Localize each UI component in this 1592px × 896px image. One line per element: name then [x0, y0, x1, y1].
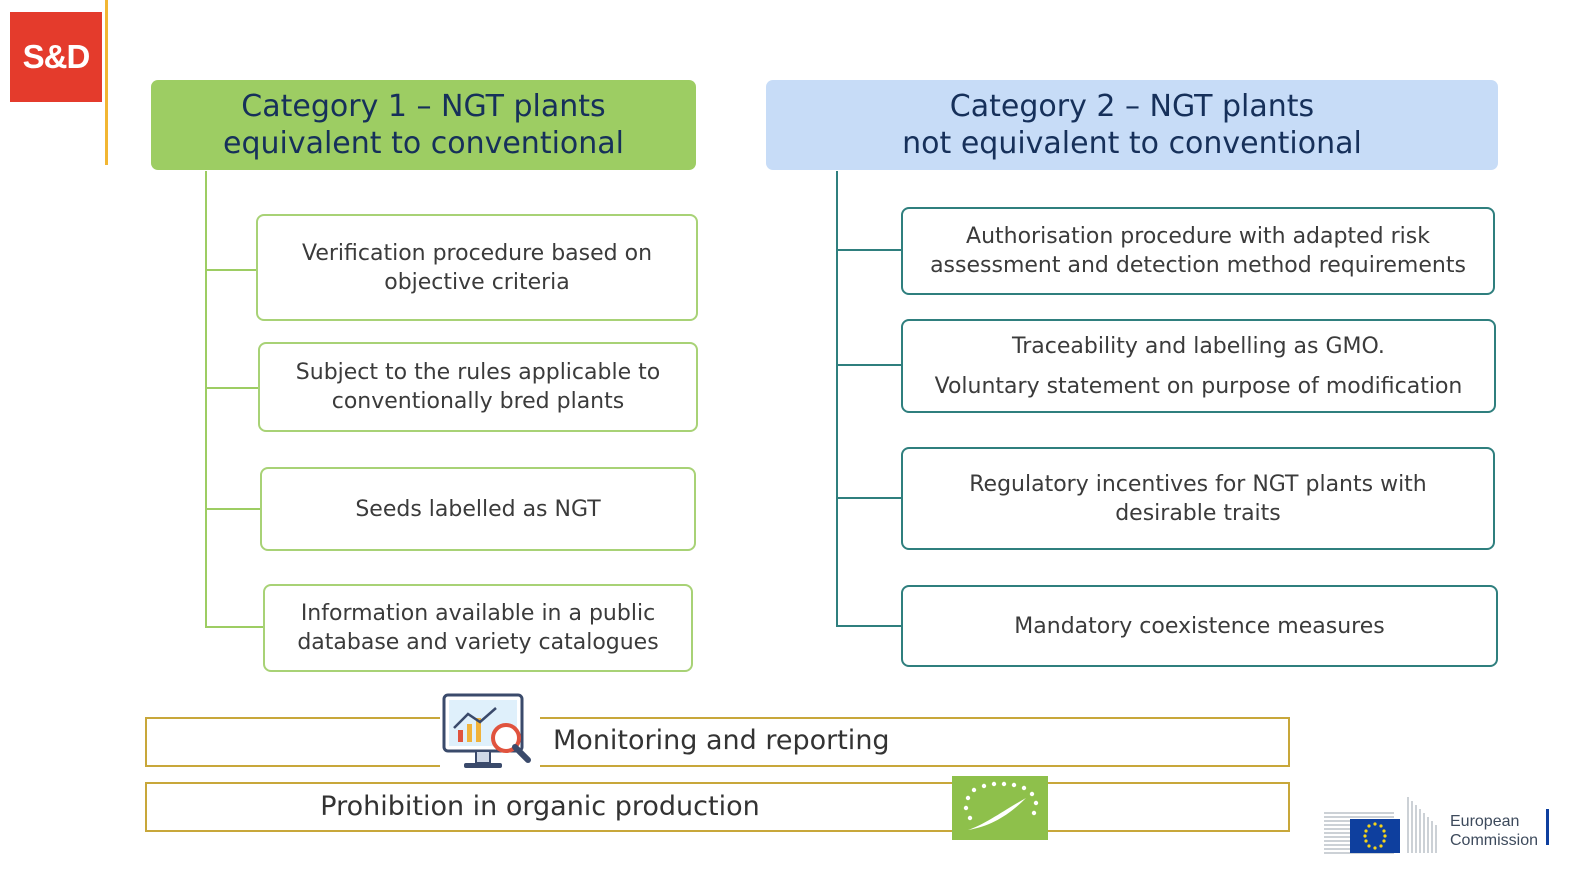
european-commission-logo: European Commission: [1322, 795, 1552, 860]
category-1-branch: [205, 508, 261, 510]
item-text-line1: Verification procedure based on: [301, 240, 653, 266]
category-2-trunk: [836, 171, 838, 627]
category-1-item: Subject to the rules applicable to conve…: [258, 342, 698, 432]
item-text-line2: Voluntary statement on purpose of modifi…: [934, 373, 1463, 399]
category-2-item: Regulatory incentives for NGT plants wit…: [901, 447, 1495, 550]
item-text-line1: Traceability and labelling as GMO.: [1012, 333, 1385, 359]
item-text-line1: Regulatory incentives for NGT plants wit…: [969, 471, 1427, 497]
monitoring-label: Monitoring and reporting: [553, 725, 890, 756]
monitor-analytics-icon: [440, 690, 540, 778]
item-text-line1: Mandatory coexistence measures: [1014, 613, 1385, 639]
ec-logo-rule: [1546, 809, 1549, 845]
monitoring-bar: [145, 717, 1290, 767]
category-1-header: Category 1 – NGT plants equivalent to co…: [151, 80, 696, 170]
category-2-title-line1: Category 2 – NGT plants: [949, 89, 1315, 124]
sd-logo: S&D: [10, 12, 102, 102]
category-2-header: Category 2 – NGT plants not equivalent t…: [766, 80, 1498, 170]
ec-logo-line2: Commission: [1450, 832, 1539, 849]
ec-logo-line1: European: [1450, 813, 1520, 830]
category-1-branch: [205, 387, 259, 389]
item-text-line1: Seeds labelled as NGT: [355, 496, 601, 522]
item-text-line2: assessment and detection method requirem…: [930, 253, 1466, 278]
item-text-line1: Subject to the rules applicable to: [295, 360, 661, 385]
category-2-branch: [836, 625, 902, 627]
item-text-line2: database and variety catalogues: [297, 630, 659, 655]
category-1-item: Information available in a public databa…: [263, 584, 693, 672]
category-1-title-line2: equivalent to conventional: [222, 126, 624, 161]
category-1-item: Verification procedure based on objectiv…: [256, 214, 698, 321]
logo-divider: [105, 0, 108, 165]
item-text-line2: conventionally bred plants: [331, 389, 625, 414]
item-text-line2: objective criteria: [384, 269, 570, 295]
category-1-branch: [205, 626, 264, 628]
category-2-branch: [836, 249, 902, 251]
item-text-line1: Authorisation procedure with adapted ris…: [966, 224, 1430, 249]
category-1-branch: [205, 269, 257, 271]
category-2-title-line2: not equivalent to conventional: [902, 126, 1362, 161]
category-2-item: Authorisation procedure with adapted ris…: [901, 207, 1495, 295]
category-1-trunk: [205, 171, 207, 628]
category-2-branch: [836, 364, 902, 366]
category-2-item: Mandatory coexistence measures: [901, 585, 1498, 667]
ec-logo-text: European Commission: [1450, 812, 1550, 850]
category-1-item: Seeds labelled as NGT: [260, 467, 696, 551]
item-text-line2: desirable traits: [1115, 500, 1281, 526]
eu-organic-leaf-icon: [952, 776, 1048, 840]
item-text-line1: Information available in a public: [300, 601, 656, 626]
category-2-branch: [836, 497, 902, 499]
category-2-item: Traceability and labelling as GMO. Volun…: [901, 319, 1496, 413]
prohibition-label: Prohibition in organic production: [320, 791, 760, 822]
prohibition-bar: [145, 782, 1290, 832]
category-1-title-line1: Category 1 – NGT plants: [241, 89, 606, 124]
